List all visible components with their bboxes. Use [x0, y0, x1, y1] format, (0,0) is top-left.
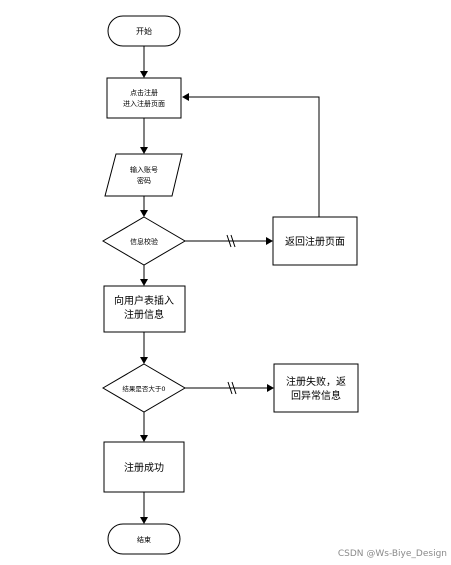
node-start: 开始	[107, 15, 181, 47]
node-fail: 注册失败，返 回异常信息	[273, 363, 359, 413]
node-end: 结束	[107, 523, 181, 555]
branch-mark-result	[227, 381, 237, 395]
node-result: 结果是否大于0	[102, 363, 186, 413]
decision-shape	[102, 363, 186, 413]
input-shape	[104, 153, 183, 197]
arrowhead	[267, 384, 274, 392]
edge-back-to-register	[188, 96, 320, 217]
arrowhead	[140, 517, 148, 524]
arrowhead	[140, 279, 148, 286]
branch-mark-check	[226, 234, 236, 248]
branch-label-result: N	[229, 384, 235, 393]
node-fail-line-1: 注册失败，返	[286, 375, 346, 388]
node-end-text: 结束	[137, 535, 151, 544]
terminator-shape	[107, 523, 181, 555]
arrowhead	[140, 435, 148, 442]
node-start-text: 开始	[136, 26, 152, 36]
node-check-text: 信息校验	[130, 237, 158, 246]
process-shape	[272, 216, 358, 266]
node-register-page-line-2: 进入注册页面	[123, 99, 165, 108]
node-result-text: 结果是否大于0	[122, 384, 165, 393]
node-insert-line-2: 注册信息	[124, 308, 164, 321]
flow-edges	[140, 46, 320, 524]
watermark: CSDN @Ws-Biye_Design	[337, 549, 447, 559]
node-input-line-1: 输入账号	[130, 165, 158, 174]
node-insert-line-1: 向用户表插入	[114, 294, 174, 307]
terminator-shape	[107, 15, 181, 47]
node-success-text: 注册成功	[124, 461, 164, 474]
arrowhead	[140, 147, 148, 154]
arrowhead	[140, 71, 148, 78]
node-register-page-line-1: 点击注册	[130, 88, 158, 97]
process-shape	[103, 441, 185, 493]
decision-shape	[102, 216, 186, 266]
process-shape	[106, 77, 182, 119]
node-insert: 向用户表插入 注册信息	[103, 285, 186, 333]
arrowhead	[182, 93, 189, 101]
arrowhead	[266, 237, 273, 245]
branch-label-check: N	[228, 237, 234, 246]
node-fail-line-2: 回异常信息	[291, 389, 341, 402]
node-back: 返回注册页面	[272, 216, 358, 266]
arrowhead	[140, 357, 148, 364]
node-check: 信息校验	[102, 216, 186, 266]
node-register-page: 点击注册 进入注册页面	[106, 77, 182, 119]
node-back-text: 返回注册页面	[285, 235, 345, 248]
node-input: 输入账号 密码	[104, 153, 183, 197]
node-success: 注册成功	[103, 441, 185, 493]
process-shape	[273, 363, 359, 413]
process-shape	[103, 285, 186, 333]
arrowhead	[140, 210, 148, 217]
node-input-line-2: 密码	[137, 176, 151, 185]
